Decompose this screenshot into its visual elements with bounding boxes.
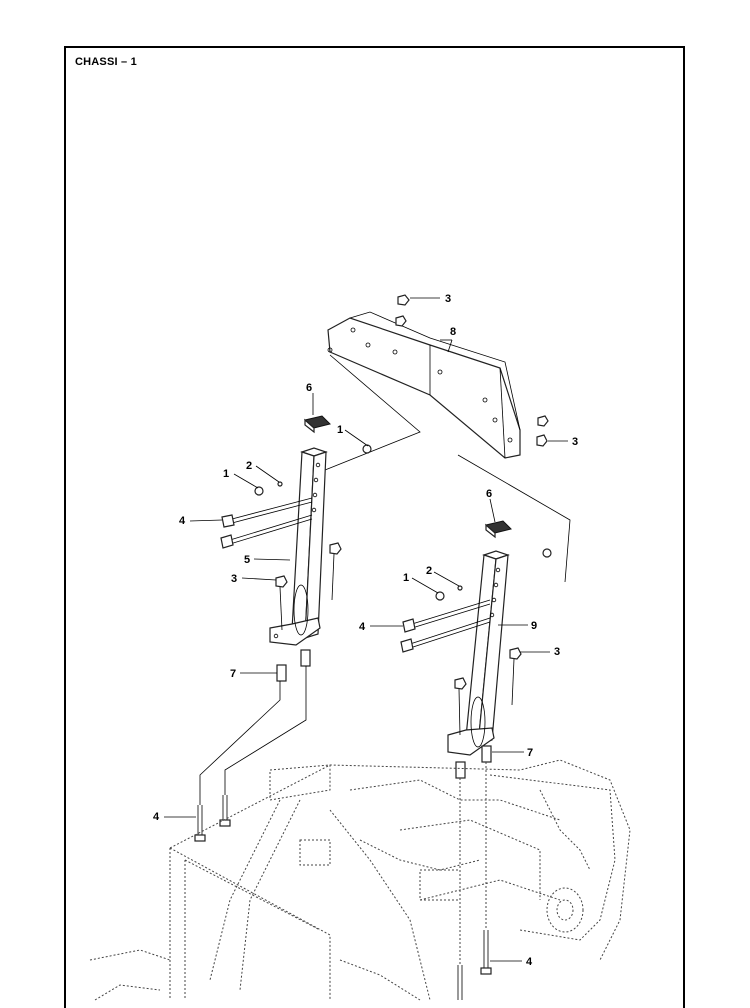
- bolt-left-lower: [220, 514, 313, 549]
- callout-4-left: 4: [179, 515, 186, 527]
- callout-8: 8: [450, 326, 456, 338]
- callout-9: 9: [531, 620, 537, 632]
- part-2-nut-left: [277, 481, 283, 487]
- bolt-left-upper: [221, 497, 313, 528]
- callout-4-mid: 4: [359, 621, 366, 633]
- nut-upper-left: [397, 294, 410, 306]
- callout-1-right: 1: [403, 572, 409, 584]
- drawing-frame: [64, 46, 685, 1008]
- callout-1-upper: 1: [337, 424, 343, 436]
- callout-3-top: 3: [445, 293, 451, 305]
- part-2-nut-right: [457, 585, 463, 591]
- callout-4-lower-left: 4: [153, 811, 160, 823]
- callout-2-left: 2: [246, 460, 252, 472]
- diagram-title: CHASSI – 1: [75, 56, 137, 68]
- callout-2-right: 2: [426, 565, 432, 577]
- part-6-cap-left: [303, 415, 331, 434]
- part-5-left-post: [269, 447, 328, 646]
- bolt-right-lower: [400, 617, 491, 653]
- part-8-cross-bracket: [327, 311, 521, 459]
- callout-6-left: 6: [306, 382, 312, 394]
- nut-upper-left-2: [395, 315, 407, 327]
- part-4-long-bolt-right-2: [480, 930, 492, 975]
- part-7-spacer-left: [276, 649, 311, 682]
- callout-5: 5: [244, 554, 250, 566]
- nut-right-2: [536, 434, 548, 447]
- part-4-long-bolt-right-1: [457, 965, 463, 1000]
- callout-6-right: 6: [486, 488, 492, 500]
- part-6-cap-right: [484, 520, 512, 539]
- callout-7-right: 7: [527, 747, 533, 759]
- callout-4-bottom-right: 4: [526, 956, 533, 968]
- callout-3-lower-right: 3: [554, 646, 560, 658]
- callout-1-left: 1: [223, 468, 229, 480]
- nut-right-1: [537, 415, 549, 427]
- lower-chassis-frame: [89, 759, 631, 1001]
- part-4-long-bolt-left-1: [194, 805, 206, 842]
- callout-3-left: 3: [231, 573, 237, 585]
- part-9-right-post: [447, 550, 510, 756]
- bolt-right-upper: [402, 599, 491, 633]
- callout-7-left: 7: [230, 668, 236, 680]
- callout-3-right: 3: [572, 436, 578, 448]
- nut-right-post: [454, 647, 522, 690]
- nut-left-post: [275, 542, 342, 588]
- part-1-washer-right: [435, 548, 552, 601]
- part-1-washer-left: [254, 444, 372, 496]
